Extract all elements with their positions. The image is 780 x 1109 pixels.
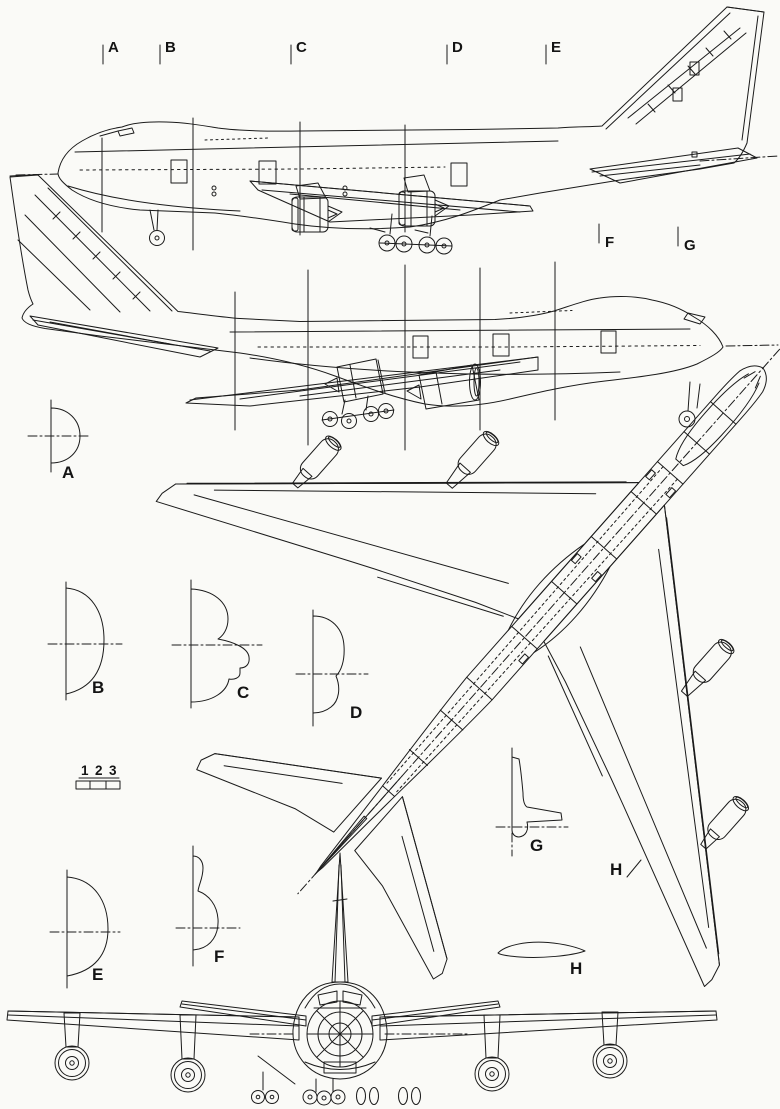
side1-door: [170, 159, 188, 184]
section-c-label: C: [237, 683, 249, 702]
plan-engine-left-outer: [292, 435, 342, 489]
plan-fin-line: [314, 775, 403, 875]
front-engine-inner-right: [474, 1014, 510, 1092]
station-label-a: A: [108, 39, 119, 56]
plan-right-wing-leading-edge: [663, 504, 720, 966]
wing-cut-marker-h: H: [610, 859, 642, 879]
station-markers-top: A B C D E: [102, 39, 561, 65]
station-label-d: D: [452, 39, 463, 56]
side2-fin-hinge-line: [47, 187, 173, 312]
plan-right-stabilizer: [354, 796, 448, 980]
section-a-label: A: [62, 463, 74, 482]
side1-upper-deck-windows: [204, 137, 269, 141]
section-b-label: B: [92, 678, 104, 697]
side1-window-row: [79, 166, 446, 171]
front-right-stabilizer: [371, 1000, 501, 1027]
side2-engine-outer: [406, 363, 481, 410]
station-label-e: E: [551, 39, 561, 56]
side1-nose-gear: [149, 209, 165, 246]
side1-engine-inner: [291, 182, 343, 233]
side-view-upper: [15, 6, 779, 255]
section-e-label: E: [92, 965, 103, 984]
scale-tick-2: 2: [95, 763, 103, 778]
side2-door: [492, 333, 510, 357]
station-markers-side: F G: [598, 223, 696, 254]
section-d-label: D: [350, 703, 362, 722]
front-right-wing: [379, 1010, 718, 1041]
side2-engine-inner: [324, 358, 386, 403]
front-landing-gear: [251, 1055, 421, 1106]
cross-section-g: G: [495, 747, 569, 857]
side2-cockpit-windows: [683, 312, 706, 325]
plan-left-wing-leading-edge: [175, 482, 640, 485]
front-cockpit-window-left: [317, 990, 338, 1006]
front-left-stabilizer: [179, 1000, 307, 1027]
section-g-label: G: [530, 836, 543, 855]
section-f-label: F: [214, 947, 224, 966]
cross-section-f: F: [175, 845, 241, 967]
side2-wing: [185, 356, 539, 407]
front-left-wing: [6, 1010, 300, 1041]
side1-stabilizer: [589, 147, 758, 184]
front-cockpit-window-right: [342, 990, 363, 1006]
cross-section-d: D: [295, 609, 369, 727]
scale-segment-black-1: [75, 780, 91, 790]
front-fuselage: [292, 981, 388, 1080]
side2-stabilizer: [29, 315, 219, 358]
station-label-c: C: [296, 39, 307, 56]
side1-fin-leading-edge: [605, 12, 731, 130]
side1-fuselage: [57, 6, 765, 230]
plan-engine-right-inner: [680, 638, 735, 697]
side1-main-gear: [369, 213, 453, 255]
cross-section-e: E: [49, 869, 121, 989]
plan-left-wing: [155, 482, 640, 620]
front-engine-outer-left: [54, 1012, 90, 1081]
plan-centerline: [297, 348, 780, 895]
side2-main-gear: [321, 395, 395, 429]
front-view: [6, 852, 718, 1106]
scale-segment-white: [89, 780, 107, 790]
cross-section-a: A: [27, 399, 91, 482]
side1-door: [258, 160, 277, 185]
wing-cut-label: H: [610, 860, 622, 879]
station-label-f: F: [605, 234, 614, 251]
side2-nose-gear: [678, 381, 701, 428]
plan-view: [155, 348, 780, 987]
station-label-g: G: [684, 237, 696, 254]
front-fin: [331, 852, 349, 983]
station-label-b: B: [165, 39, 176, 56]
cross-section-b: B: [47, 581, 123, 701]
cross-section-h-airfoil: H: [497, 941, 586, 978]
side2-upper-deck-windows: [509, 310, 573, 314]
plan-upper-deck-hump: [675, 373, 760, 467]
side2-window-row: [257, 345, 701, 348]
plan-engine-left-inner: [445, 430, 500, 489]
scale-bar: 1 2 3: [75, 763, 121, 790]
scale-tick-3: 3: [109, 763, 117, 778]
side2-door: [412, 335, 429, 359]
side1-engine-outer: [398, 174, 450, 227]
side1-door: [450, 162, 468, 187]
plan-right-wing: [543, 504, 720, 987]
side1-cockpit-windows: [117, 127, 135, 137]
wing-cut-slash: [626, 859, 642, 878]
side2-fuselage: [9, 174, 724, 407]
scale-tick-1: 1: [81, 763, 89, 778]
front-engine-outer-right: [592, 1011, 628, 1079]
side2-door: [600, 330, 617, 354]
cross-section-c: C: [171, 579, 263, 709]
section-h-label: H: [570, 959, 582, 978]
front-engine-inner-left: [170, 1014, 206, 1093]
side-view-lower: [9, 174, 779, 451]
scale-segment-black-2: [105, 780, 121, 790]
plan-engine-right-outer: [700, 795, 749, 850]
